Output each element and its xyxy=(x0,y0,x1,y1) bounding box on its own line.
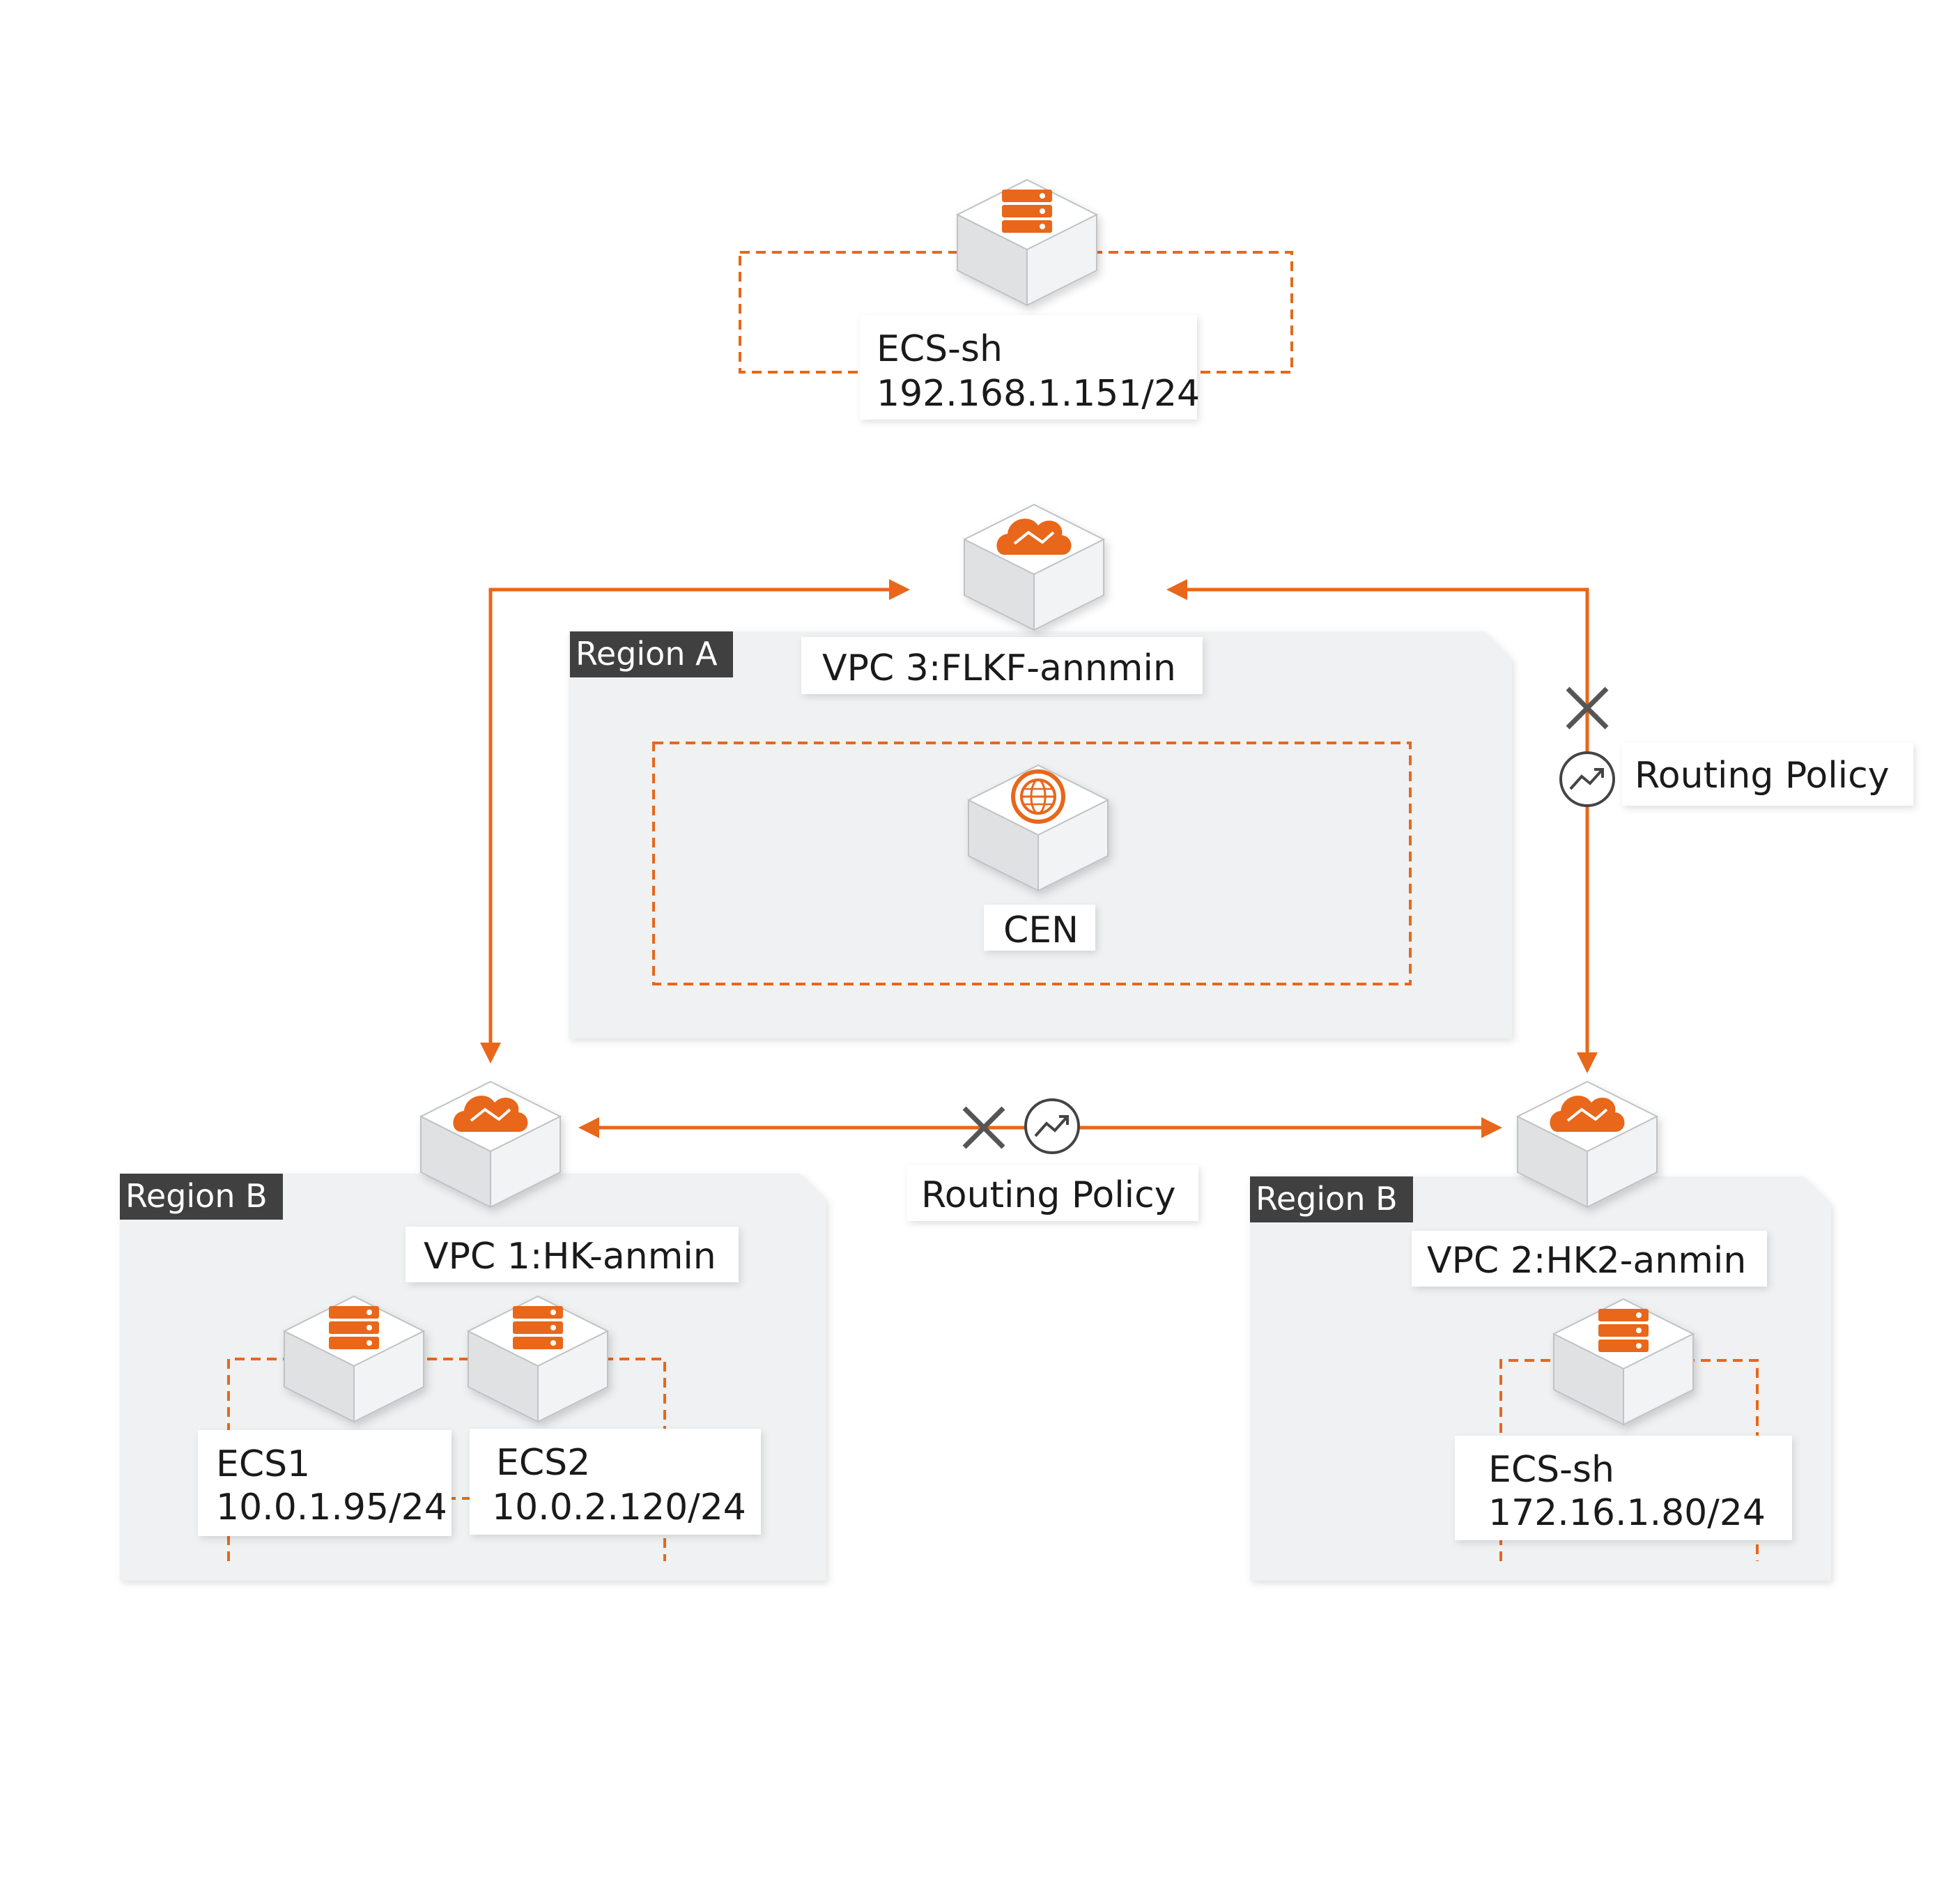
ecs2-label: ECS2 10.0.2.120/24 xyxy=(470,1429,761,1535)
svg-text:ECS1: ECS1 xyxy=(216,1443,310,1485)
server-icon xyxy=(1598,1309,1649,1352)
ecs-sh-top-node[interactable] xyxy=(957,179,1097,306)
region-a-tag: Region A xyxy=(570,631,733,677)
cen-label: CEN xyxy=(984,905,1095,951)
ecs-sh-right-label: ECS-sh 172.16.1.80/24 xyxy=(1455,1436,1792,1540)
ecs1-label: ECS1 10.0.1.95/24 xyxy=(198,1430,452,1536)
vpc3-router-node[interactable] xyxy=(964,504,1104,631)
svg-text:Routing Policy: Routing Policy xyxy=(1635,755,1889,797)
svg-text:Region B: Region B xyxy=(125,1177,268,1215)
trend-icon[interactable] xyxy=(1559,751,1615,807)
svg-text:10.0.2.120/24: 10.0.2.120/24 xyxy=(492,1487,746,1528)
svg-text:VPC 1:HK-anmin: VPC 1:HK-anmin xyxy=(424,1236,716,1277)
link-vpc3-vpc1 xyxy=(480,579,910,1064)
region-b-left-tag: Region B xyxy=(120,1174,283,1220)
link-vpc3-vpc2 xyxy=(1166,579,1598,1073)
ecs-sh-top-label: ECS-sh 192.168.1.151/24 xyxy=(860,315,1200,420)
routing-policy-middle-label: Routing Policy xyxy=(907,1165,1198,1221)
trend-icon[interactable] xyxy=(1024,1098,1080,1154)
region-b-right-tag: Region B xyxy=(1250,1176,1413,1222)
svg-text:172.16.1.80/24: 172.16.1.80/24 xyxy=(1488,1492,1766,1534)
globe-icon xyxy=(1013,772,1063,822)
svg-text:CEN: CEN xyxy=(1003,910,1079,951)
svg-text:Region B: Region B xyxy=(1256,1180,1398,1218)
svg-text:VPC 2:HK2-anmin: VPC 2:HK2-anmin xyxy=(1427,1240,1746,1282)
vpc1-label: VPC 1:HK-anmin xyxy=(406,1227,739,1282)
server-icon xyxy=(1002,190,1052,233)
svg-text:Routing Policy: Routing Policy xyxy=(921,1174,1175,1216)
routing-policy-right-label: Routing Policy xyxy=(1622,743,1913,806)
vpc2-label: VPC 2:HK2-anmin xyxy=(1412,1231,1767,1287)
svg-text:ECS2: ECS2 xyxy=(496,1442,590,1484)
svg-text:192.168.1.151/24: 192.168.1.151/24 xyxy=(877,373,1200,415)
vpc3-label: VPC 3:FLKF-annmin xyxy=(801,637,1203,694)
svg-text:ECS-sh: ECS-sh xyxy=(877,328,1003,370)
server-icon xyxy=(513,1306,563,1349)
svg-text:ECS-sh: ECS-sh xyxy=(1488,1449,1614,1491)
svg-text:VPC 3:FLKF-annmin: VPC 3:FLKF-annmin xyxy=(822,647,1176,689)
svg-text:10.0.1.95/24: 10.0.1.95/24 xyxy=(216,1487,447,1528)
svg-text:Region A: Region A xyxy=(576,635,718,673)
server-icon xyxy=(329,1306,379,1349)
